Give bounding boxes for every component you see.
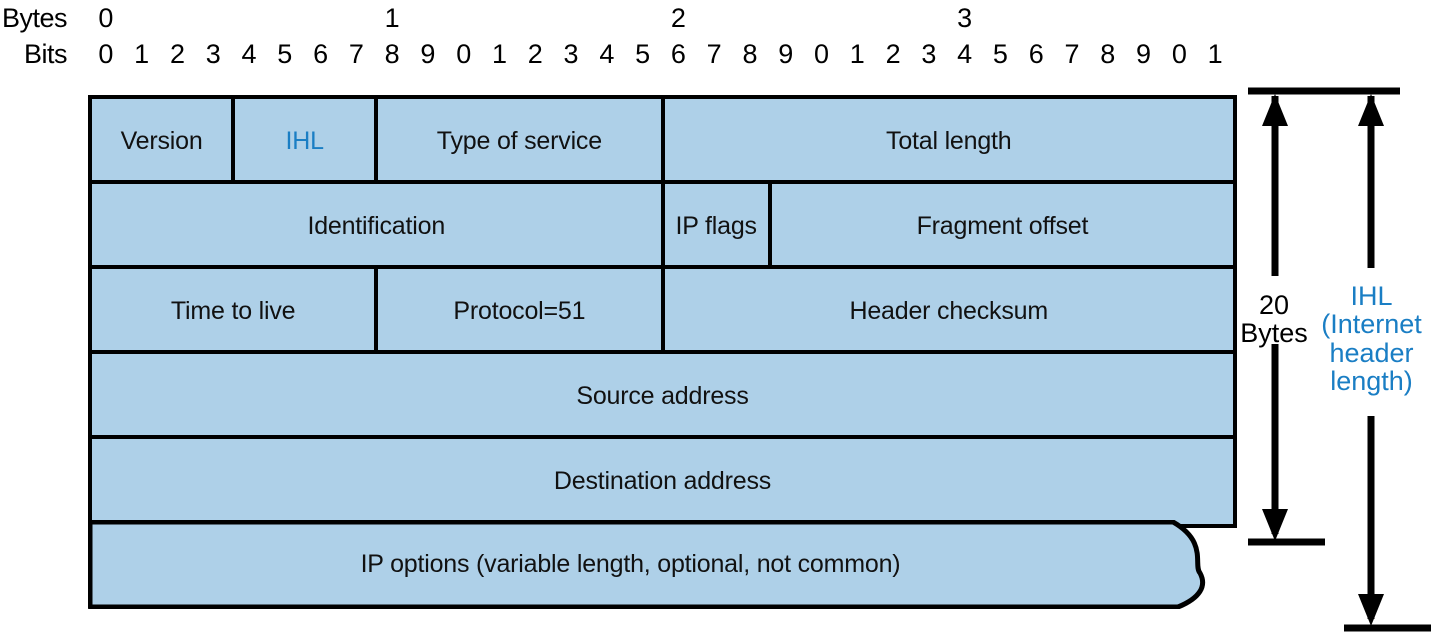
bit-tick: 8 xyxy=(1100,39,1116,69)
field-version: Version xyxy=(88,95,236,188)
bit-tick: 2 xyxy=(169,39,185,69)
bit-tick: 1 xyxy=(1207,39,1223,69)
bit-tick: 1 xyxy=(849,39,865,69)
bit-tick: 4 xyxy=(599,39,615,69)
field-protocol-51: Protocol=51 xyxy=(374,265,665,358)
annotation-line: IHL xyxy=(1350,281,1393,311)
header-row: Destination address xyxy=(88,435,1237,528)
bit-tick: 9 xyxy=(1136,39,1152,69)
bit-tick: 6 xyxy=(313,39,329,69)
field-header-checksum: Header checksum xyxy=(660,265,1237,358)
ip-options-label: IP options (variable length, optional, n… xyxy=(360,550,901,578)
bit-tick: 5 xyxy=(992,39,1008,69)
annotation-line: Bytes xyxy=(1240,318,1308,349)
bytes-axis-label: Bytes xyxy=(2,3,68,33)
bit-tick: 4 xyxy=(241,39,257,69)
bit-tick: 5 xyxy=(635,39,651,69)
bit-tick: 0 xyxy=(98,39,114,69)
bit-tick: 2 xyxy=(885,39,901,69)
bit-tick: 0 xyxy=(1171,39,1187,69)
ip-options-row: IP options (variable length, optional, n… xyxy=(88,520,1233,609)
bit-tick: 6 xyxy=(1028,39,1044,69)
bits-axis-label: Bits xyxy=(24,39,68,69)
header-row: Source address xyxy=(88,350,1237,443)
bit-tick: 9 xyxy=(420,39,436,69)
field-source-address: Source address xyxy=(88,350,1237,443)
byte-tick: 2 xyxy=(670,3,686,33)
annotation-line: length) xyxy=(1330,366,1413,397)
byte-tick: 0 xyxy=(98,3,114,33)
field-type-of-service: Type of service xyxy=(374,95,665,188)
annotation-arrows xyxy=(1248,87,1431,632)
bit-tick: 7 xyxy=(1064,39,1080,69)
bit-tick: 3 xyxy=(921,39,937,69)
field-time-to-live: Time to live xyxy=(88,265,379,358)
annotation-line: 20 xyxy=(1258,290,1290,320)
ip-options-shape xyxy=(88,520,1206,609)
field-total-length: Total length xyxy=(660,95,1237,188)
bit-tick: 6 xyxy=(670,39,686,69)
bit-tick: 7 xyxy=(706,39,722,69)
bit-tick: 3 xyxy=(563,39,579,69)
bit-tick: 5 xyxy=(277,39,293,69)
field-destination-address: Destination address xyxy=(88,435,1237,528)
field-identification: Identification xyxy=(88,180,665,273)
field-fragment-offset: Fragment offset xyxy=(767,180,1237,273)
bit-tick: 1 xyxy=(491,39,507,69)
bit-tick: 0 xyxy=(814,39,830,69)
bit-tick: 1 xyxy=(134,39,150,69)
annotation-line: (Internet xyxy=(1321,309,1422,340)
bit-tick: 7 xyxy=(348,39,364,69)
bit-tick: 2 xyxy=(527,39,543,69)
bytes-tick-track: 0 1 2 3 xyxy=(88,3,1233,37)
bit-tick: 9 xyxy=(778,39,794,69)
byte-tick: 1 xyxy=(384,3,400,33)
field-ihl: IHL xyxy=(231,95,379,188)
bit-tick: 3 xyxy=(205,39,221,69)
bit-tick: 0 xyxy=(456,39,472,69)
annotation-line: header xyxy=(1329,337,1414,368)
byte-tick: 3 xyxy=(957,3,973,33)
bit-tick: 8 xyxy=(742,39,758,69)
bit-tick: 8 xyxy=(384,39,400,69)
field-ip-flags: IP flags xyxy=(660,180,772,273)
bit-tick: 4 xyxy=(957,39,973,69)
